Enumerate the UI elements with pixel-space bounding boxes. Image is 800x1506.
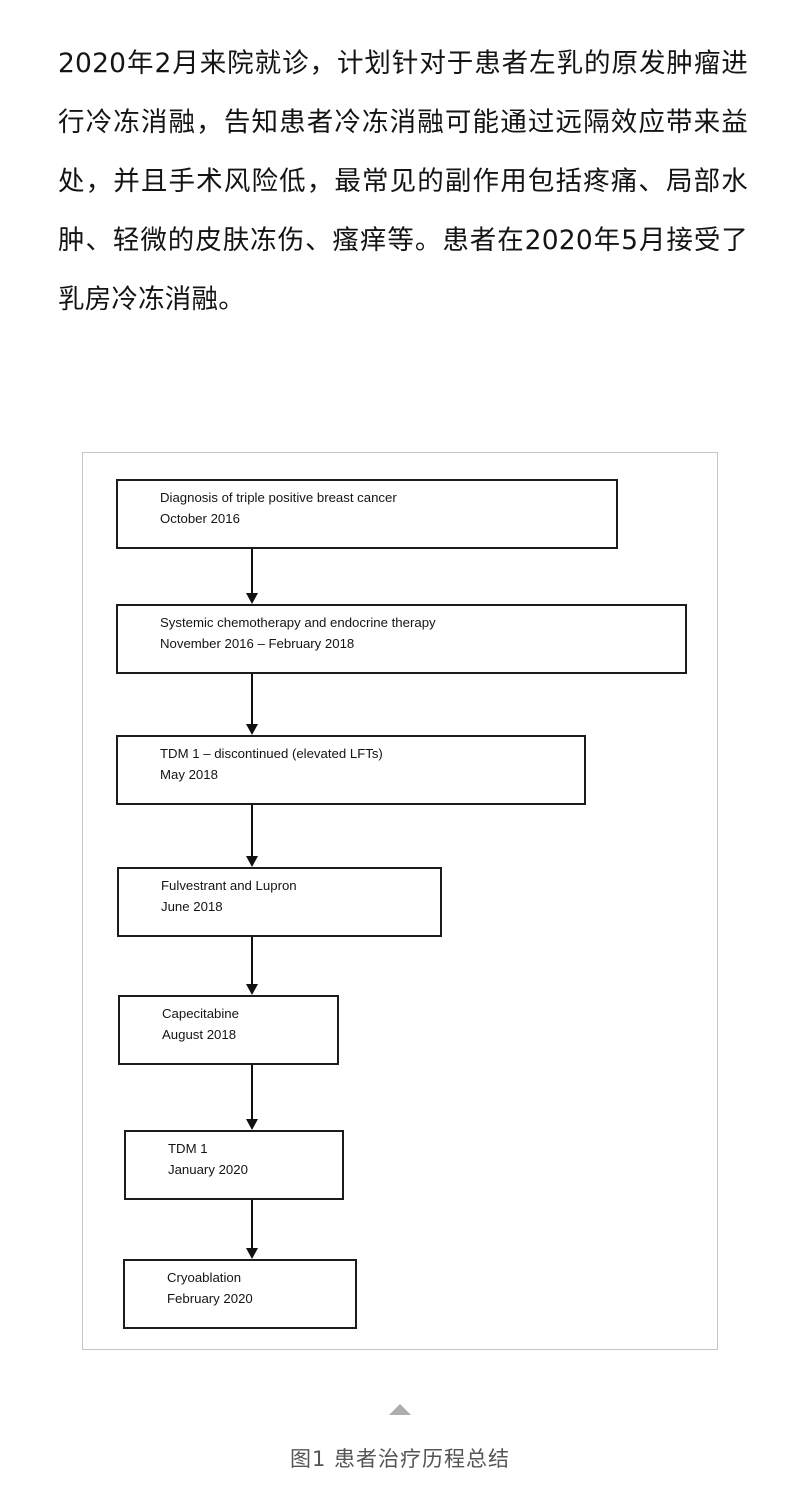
treatment-timeline-flowchart: Diagnosis of triple positive breast canc… [83,453,717,1349]
flow-node-capecitabine: Capecitabine August 2018 [118,995,339,1065]
article-paragraph: 2020年2月来院就诊，计划针对于患者左乳的原发肿瘤进行冷冻消融，告知患者冷冻消… [58,48,748,315]
article-body: 2020年2月来院就诊，计划针对于患者左乳的原发肿瘤进行冷冻消融，告知患者冷冻消… [58,34,748,329]
flow-node-label: TDM 1 January 2020 [168,1141,248,1177]
flow-node-label: Capecitabine August 2018 [162,1006,239,1042]
flow-arrow-4 [245,937,259,995]
flow-node-tdm1-2020: TDM 1 January 2020 [124,1130,344,1200]
flow-arrow-6 [245,1200,259,1259]
flow-arrow-3 [245,805,259,867]
flow-node-label: Cryoablation February 2020 [167,1270,253,1306]
flow-node-label: Diagnosis of triple positive breast canc… [160,490,397,526]
triangle-up-icon [389,1404,411,1415]
flow-node-fulvestrant-lupron: Fulvestrant and Lupron June 2018 [117,867,442,937]
flow-node-chemo-endocrine: Systemic chemotherapy and endocrine ther… [116,604,687,674]
flow-node-label: Fulvestrant and Lupron June 2018 [161,878,297,914]
figure-container: Diagnosis of triple positive breast canc… [82,452,718,1350]
flow-node-cryoablation: Cryoablation February 2020 [123,1259,357,1329]
flow-node-label: Systemic chemotherapy and endocrine ther… [160,615,436,651]
flow-node-diagnosis: Diagnosis of triple positive breast canc… [116,479,618,549]
flow-node-label: TDM 1 – discontinued (elevated LFTs) May… [160,746,383,782]
flow-arrow-2 [245,674,259,735]
figure-caption: 图1 患者治疗历程总结 [289,1447,511,1471]
flow-arrow-5 [245,1065,259,1130]
flow-arrow-1 [245,549,259,604]
flow-node-tdm1-discontinued: TDM 1 – discontinued (elevated LFTs) May… [116,735,586,805]
